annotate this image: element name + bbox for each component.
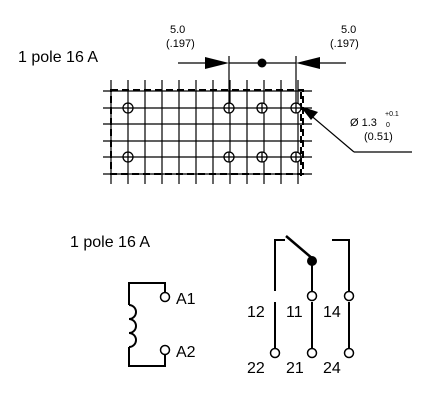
hole-tol-plus: +0.1 — [385, 111, 399, 118]
pin-holes — [122, 102, 302, 163]
contact-pin-11: 11 — [286, 304, 303, 321]
relay-outline — [110, 89, 304, 175]
hole-tol-minus: 0 — [386, 122, 390, 129]
contact-pin-12: 12 — [247, 304, 265, 321]
dim-arrow-right — [296, 57, 320, 69]
pin-hole — [256, 151, 268, 163]
schematic-title: 1 pole 16 A — [70, 234, 150, 251]
hole-diameter-in: (0.51) — [364, 131, 393, 143]
pin-hole — [290, 102, 302, 114]
dim-left-in: (.197) — [166, 38, 195, 50]
dim-right-in: (.197) — [330, 38, 359, 50]
contact-pin-14: 14 — [323, 304, 341, 321]
pin-hole — [223, 151, 235, 163]
pin-hole — [256, 102, 268, 114]
coil-symbol — [128, 282, 171, 367]
pin-hole — [223, 102, 235, 114]
contact-pin-24: 24 — [323, 360, 341, 377]
coil-pin-a1: A1 — [176, 291, 196, 308]
hole-diameter: Ø 1.3 — [350, 117, 377, 129]
dim-arrow-left — [205, 57, 229, 69]
coil-pin-a2: A2 — [176, 344, 196, 361]
switch-pivot-dot — [307, 256, 317, 266]
pcb-layout: 1 pole 16 A 5.0 (.197) 5.0 (.197) — [18, 24, 412, 184]
pin-hole — [290, 151, 302, 163]
contact-pin-22: 22 — [247, 360, 265, 377]
dim-left-mm: 5.0 — [170, 24, 185, 36]
pcb-grid — [103, 80, 312, 184]
dim-center-dot — [257, 58, 267, 68]
layout-title: 1 pole 16 A — [18, 49, 98, 66]
contact-pin-21: 21 — [286, 360, 304, 377]
dim-right-mm: 5.0 — [341, 24, 356, 36]
pin-hole — [122, 151, 134, 163]
hole-leader-arrow — [300, 106, 318, 120]
contact-symbol — [269, 235, 355, 359]
hole-diameter-label: Ø 1.3 — [350, 117, 377, 129]
pin-hole — [122, 102, 134, 114]
hole-leader — [307, 112, 412, 153]
